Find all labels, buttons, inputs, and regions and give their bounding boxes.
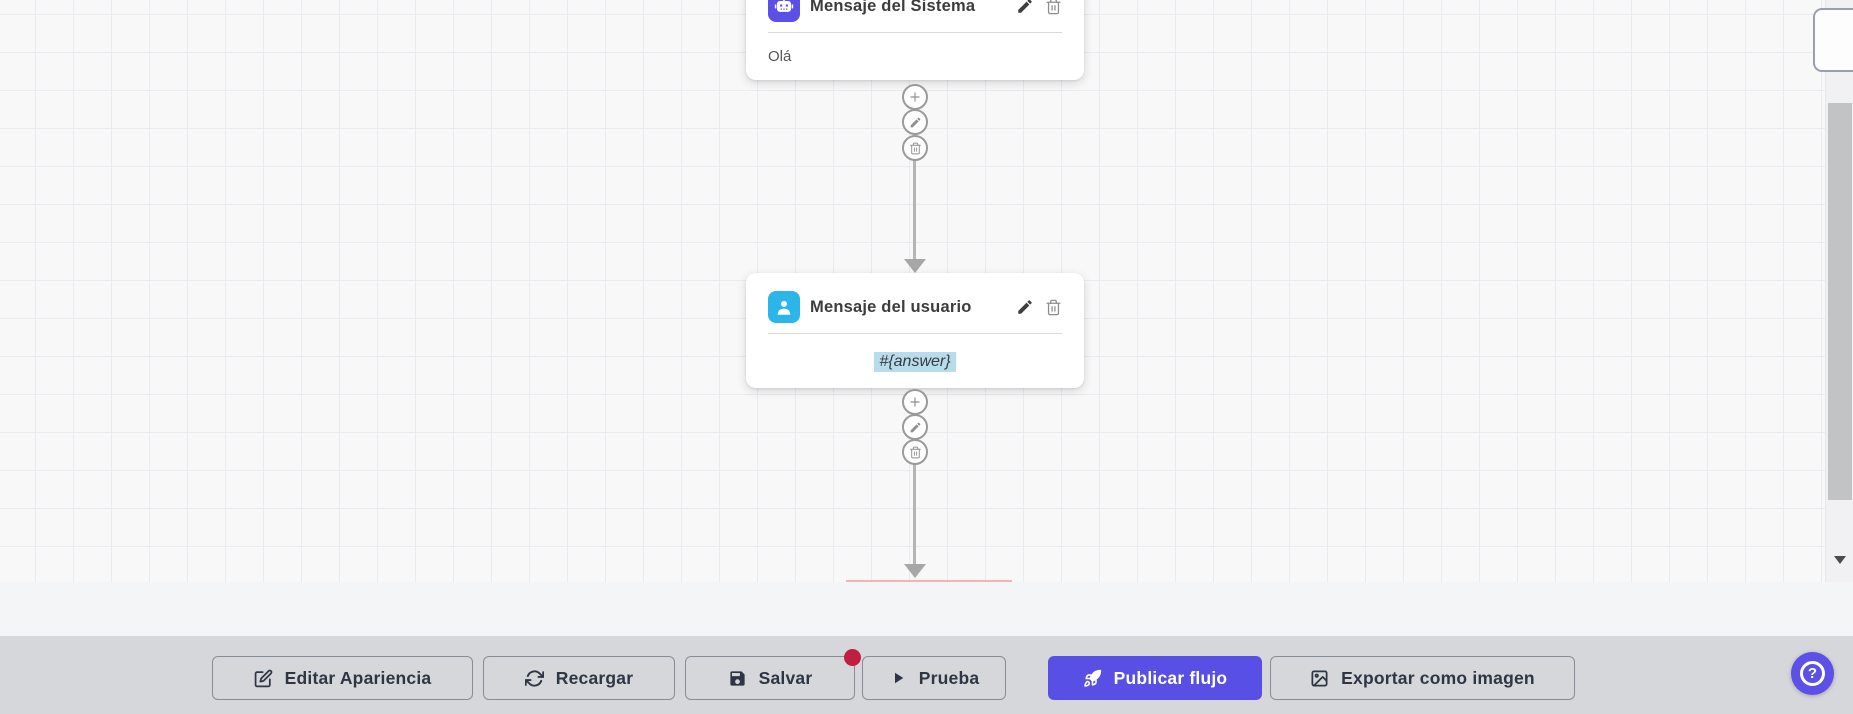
node-actions <box>1016 0 1062 15</box>
next-node-edge <box>846 580 1012 582</box>
bottom-toolbar: Editar Apariencia Recargar Salvar Prueba <box>0 636 1853 714</box>
node-header: Mensaje del usuario <box>746 273 1084 323</box>
edit-appearance-button[interactable]: Editar Apariencia <box>212 656 473 700</box>
variable-chip[interactable]: #{answer} <box>874 351 956 372</box>
edit-square-icon <box>254 669 273 688</box>
robot-icon <box>768 0 800 22</box>
user-icon <box>768 291 800 323</box>
delete-step-button[interactable] <box>902 439 928 465</box>
help-button[interactable]: ? <box>1791 652 1834 695</box>
node-title: Mensaje del Sistema <box>810 0 976 15</box>
connector-line <box>913 465 916 565</box>
connector-arrow <box>904 564 926 578</box>
delete-node-icon[interactable] <box>1045 299 1062 316</box>
save-icon <box>728 669 747 688</box>
add-step-button[interactable] <box>902 84 928 110</box>
node-divider <box>768 32 1062 33</box>
unsaved-changes-badge <box>844 649 861 666</box>
node-content: Olá <box>768 48 792 65</box>
node-divider <box>768 333 1062 334</box>
button-label: Recargar <box>555 667 634 688</box>
delete-node-icon[interactable] <box>1045 0 1062 15</box>
publish-flow-button[interactable]: Publicar flujo <box>1048 656 1262 700</box>
connector-arrow <box>904 259 926 273</box>
flow-canvas[interactable]: Mensaje del Sistema Olá <box>0 0 1853 582</box>
node-system-message[interactable]: Mensaje del Sistema Olá <box>746 0 1084 80</box>
edit-step-button[interactable] <box>902 414 928 440</box>
add-step-button[interactable] <box>902 389 928 415</box>
connector-line <box>913 161 916 261</box>
test-button[interactable]: Prueba <box>862 656 1006 700</box>
node-user-message[interactable]: Mensaje del usuario #{answer} <box>746 273 1084 388</box>
button-label: Salvar <box>758 667 813 688</box>
scrollbar-thumb[interactable] <box>1828 103 1852 500</box>
image-icon <box>1310 669 1329 688</box>
play-icon <box>889 669 907 687</box>
export-image-button[interactable]: Exportar como imagen <box>1270 656 1575 700</box>
scroll-down-arrow-icon[interactable] <box>1834 556 1846 564</box>
canvas-footer-band <box>0 582 1853 636</box>
button-label: Publicar flujo <box>1113 667 1228 688</box>
vertical-scrollbar[interactable] <box>1825 0 1853 582</box>
node-header: Mensaje del Sistema <box>746 0 1084 22</box>
button-label: Prueba <box>918 667 980 688</box>
refresh-icon <box>524 669 544 688</box>
button-label: Exportar como imagen <box>1341 667 1535 688</box>
question-mark-icon: ? <box>1800 661 1825 686</box>
delete-step-button[interactable] <box>902 135 928 161</box>
reload-button[interactable]: Recargar <box>483 656 675 700</box>
node-actions <box>1016 298 1062 316</box>
side-panel-partial <box>1813 8 1853 72</box>
edit-node-icon[interactable] <box>1016 298 1034 316</box>
edit-step-button[interactable] <box>902 109 928 135</box>
node-title: Mensaje del usuario <box>810 297 972 316</box>
node-content: #{answer} <box>746 334 1084 389</box>
save-button[interactable]: Salvar <box>685 649 861 700</box>
edit-node-icon[interactable] <box>1016 0 1034 15</box>
button-label: Editar Apariencia <box>284 667 432 688</box>
rocket-icon <box>1083 669 1102 688</box>
